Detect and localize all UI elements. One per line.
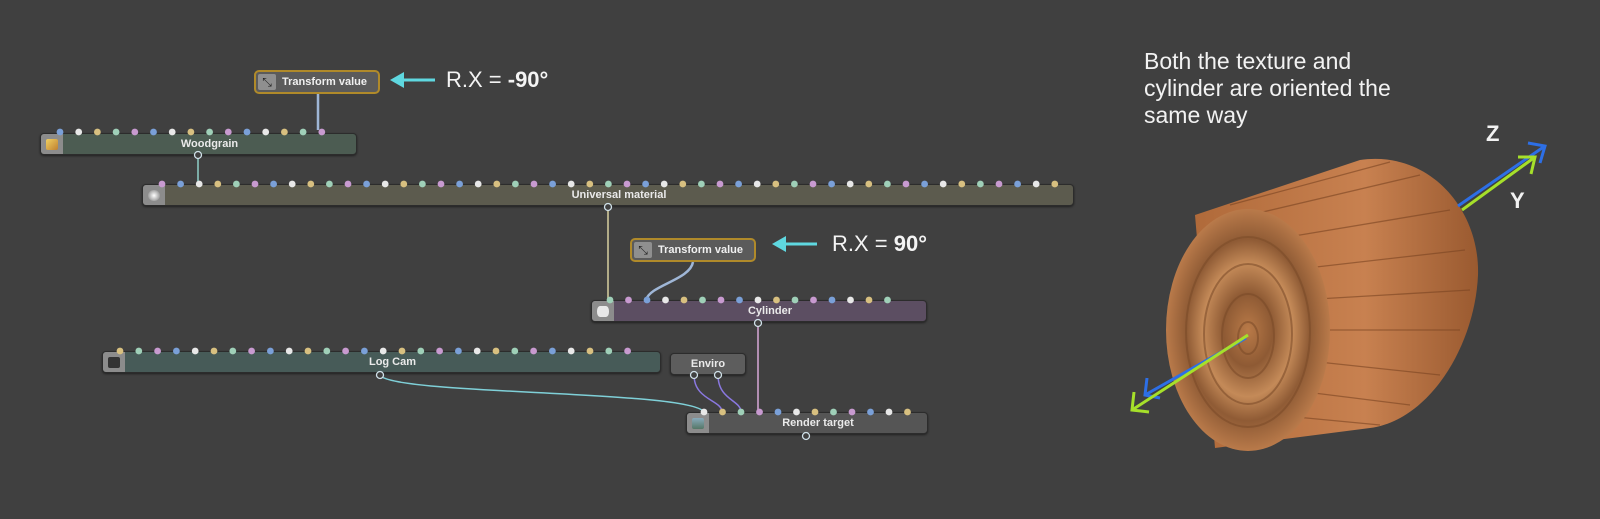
render-target-icon (687, 413, 709, 433)
axis-label-y: Y (1510, 188, 1525, 213)
material-icon (143, 185, 165, 205)
node-label: Woodgrain (180, 138, 239, 150)
axis-label-z: Z (1486, 121, 1500, 146)
axis-y-line (1461, 155, 1536, 212)
node-label: Universal material (571, 189, 667, 201)
transform-value-node-top[interactable]: ⤡ Transform value (254, 70, 380, 94)
log-illustration (1130, 141, 1547, 451)
universal-material-node[interactable]: Universal material (142, 184, 1074, 206)
axis-z-line (1457, 144, 1546, 208)
transform-icon: ⤡ (634, 242, 652, 258)
node-label: Transform value (658, 244, 743, 256)
rx-annotation-top: R.X = -90° (446, 67, 549, 92)
render-target-node[interactable]: Render target (686, 412, 928, 434)
arrow-top (390, 72, 435, 88)
transform-icon: ⤡ (258, 74, 276, 90)
wire-logcam-to-render (379, 374, 705, 413)
cylinder-icon (592, 301, 614, 321)
log-cam-node[interactable]: Log Cam (102, 351, 661, 373)
texture-icon (41, 134, 63, 154)
node-label: Render target (782, 417, 854, 429)
camera-icon (103, 352, 125, 372)
enviro-node[interactable]: Enviro (670, 353, 746, 375)
woodgrain-node[interactable]: Woodgrain (40, 133, 357, 155)
arrow-mid (772, 236, 817, 252)
cylinder-node[interactable]: Cylinder (591, 300, 927, 322)
wire-enviro-to-render-2 (717, 374, 742, 413)
node-label: Cylinder (747, 305, 792, 317)
orientation-caption: Both the texture and cylinder are orient… (1144, 48, 1391, 128)
transform-value-node-mid[interactable]: ⤡ Transform value (630, 238, 756, 262)
node-label: Enviro (690, 358, 726, 370)
node-label: Transform value (282, 76, 367, 88)
node-label: Log Cam (368, 356, 417, 368)
wire-transform-to-cylinder (644, 261, 695, 301)
rx-annotation-mid: R.X = 90° (832, 231, 928, 256)
